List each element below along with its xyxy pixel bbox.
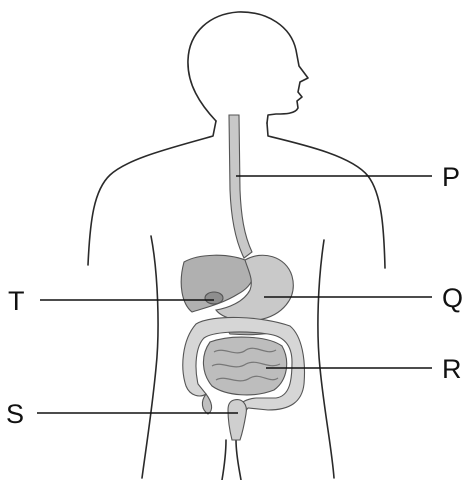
right-inner-leg-outline <box>236 440 241 480</box>
appendix <box>202 394 211 414</box>
label-r: R <box>442 354 462 384</box>
right-shoulder-arm-outline <box>267 123 385 268</box>
digestive-organs <box>181 115 304 440</box>
head-outline <box>188 12 308 123</box>
left-inner-leg-outline <box>222 440 226 480</box>
label-q: Q <box>442 283 463 313</box>
oesophagus <box>229 115 252 258</box>
gall-bladder <box>205 292 223 304</box>
label-t: T <box>8 286 25 316</box>
rectum <box>228 400 246 440</box>
label-p: P <box>442 162 460 192</box>
label-s: S <box>6 399 24 429</box>
right-torso-outline <box>318 240 334 478</box>
left-torso-outline <box>142 236 158 478</box>
